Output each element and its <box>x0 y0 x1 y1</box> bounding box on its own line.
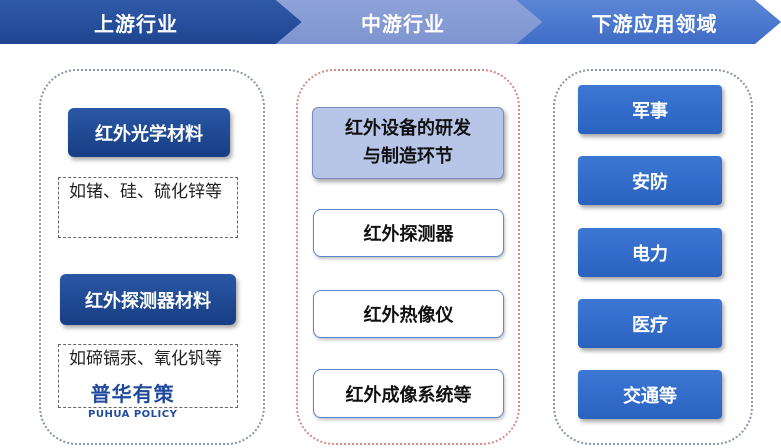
downstream-header-label: 下游应用领域 <box>591 11 718 36</box>
app-traffic-label: 交通等 <box>623 385 677 407</box>
app-military: 军事 <box>578 85 722 134</box>
ir-detector-label: 红外探测器 <box>363 224 454 245</box>
optical-materials-box: 红外光学材料 <box>68 108 230 157</box>
detector-materials-box: 红外探测器材料 <box>60 274 236 325</box>
upstream-header-label: 上游行业 <box>94 11 178 36</box>
imaging-system-box: 红外成像系统等 <box>313 369 504 418</box>
app-traffic: 交通等 <box>578 370 722 419</box>
watermark-logo: 普华有策 PUHUA POLICY <box>88 378 178 420</box>
watermark-en: PUHUA POLICY <box>88 409 178 420</box>
midstream-panel <box>296 69 520 445</box>
app-medical-label: 医疗 <box>632 314 668 336</box>
optical-materials-label: 红外光学材料 <box>95 123 203 145</box>
app-power-label: 电力 <box>632 243 668 265</box>
downstream-header: 下游应用领域 <box>516 0 781 44</box>
rnd-line1: 红外设备的研发 <box>345 118 471 139</box>
upstream-panel <box>39 69 265 445</box>
upstream-header: 上游行业 <box>0 0 302 44</box>
downstream-panel <box>553 69 753 445</box>
app-security: 安防 <box>578 156 722 205</box>
optical-materials-desc: 如锗、硅、硫化锌等 <box>58 177 238 238</box>
watermark-cn: 普华有策 <box>88 378 178 407</box>
app-military-label: 军事 <box>632 100 668 122</box>
thermal-imager-box: 红外热像仪 <box>313 290 504 338</box>
app-medical: 医疗 <box>578 299 722 348</box>
ir-detector-box: 红外探测器 <box>313 209 504 257</box>
midstream-header: 中游行业 <box>276 0 542 44</box>
midstream-header-label: 中游行业 <box>361 11 445 36</box>
app-security-label: 安防 <box>632 171 668 193</box>
imaging-system-label: 红外成像系统等 <box>345 384 472 406</box>
app-power: 电力 <box>578 228 722 277</box>
rnd-manufacturing-box: 红外设备的研发 与制造环节 <box>312 107 504 179</box>
thermal-imager-label: 红外热像仪 <box>363 305 454 326</box>
rnd-line2: 与制造环节 <box>363 146 453 167</box>
detector-materials-label: 红外探测器材料 <box>85 290 211 312</box>
